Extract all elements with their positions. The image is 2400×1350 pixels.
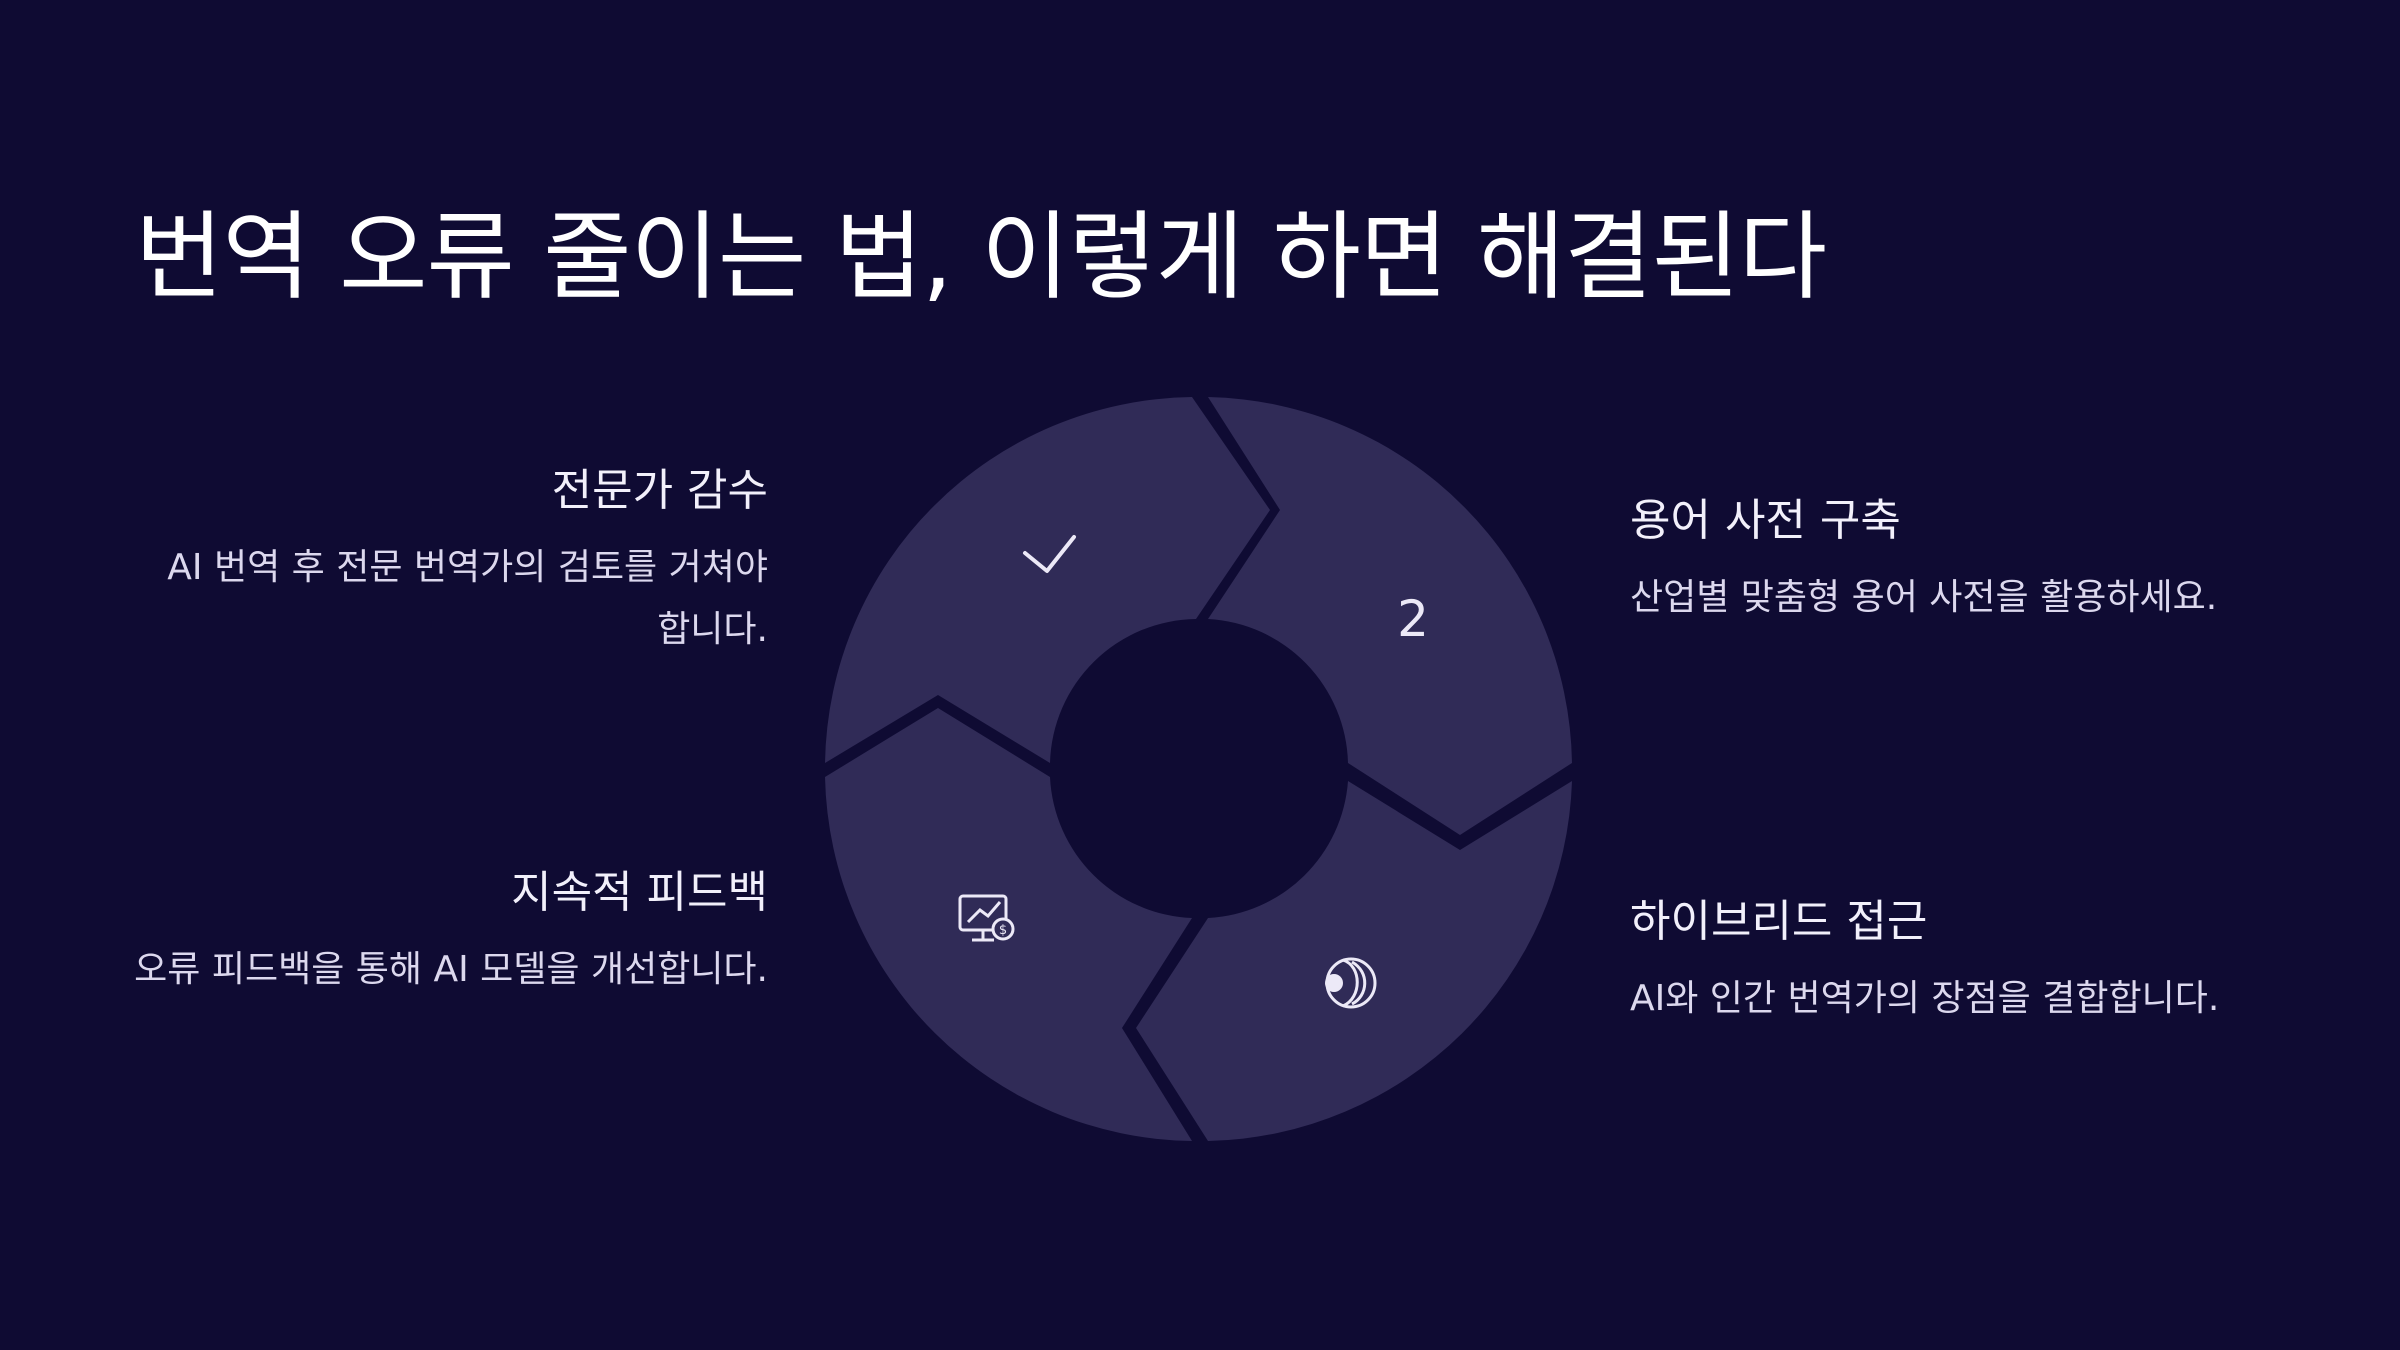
- step-glossary: 용어 사전 구축 산업별 맞춤형 용어 사전을 활용하세요.: [1630, 492, 2270, 629]
- step-description: 오류 피드백을 통해 AI 모델을 개선합니다.: [134, 949, 768, 991]
- chart-feedback-icon: $: [958, 894, 1015, 942]
- step-number-2: 2: [1397, 590, 1429, 648]
- step-title: 전문가 감수: [551, 465, 768, 516]
- page-title: 번역 오류 줄이는 법, 이렇게 하면 해결된다: [135, 201, 1827, 313]
- ai-brain-icon: [1325, 957, 1377, 1009]
- svg-text:$: $: [999, 923, 1007, 938]
- step-description: 산업별 맞춤형 용어 사전을 활용하세요.: [1630, 577, 2218, 619]
- step-title: 하이브리드 접근: [1630, 896, 1928, 947]
- cycle-segment-glossary: [1208, 397, 1572, 835]
- step-feedback: 지속적 피드백 오류 피드백을 통해 AI 모델을 개선합니다.: [128, 864, 768, 1001]
- step-expert-review: 전문가 감수 AI 번역 후 전문 번역가의 검토를 거쳐야 합니다.: [128, 462, 768, 661]
- check-icon: [1023, 535, 1076, 573]
- cycle-segment-expert-review: [825, 397, 1270, 763]
- step-hybrid: 하이브리드 접근 AI와 인간 번역가의 장점을 결합합니다.: [1630, 893, 2270, 1030]
- step-description: AI와 인간 번역가의 장점을 결합합니다.: [1630, 978, 2220, 1020]
- step-description: AI 번역 후 전문 번역가의 검토를 거쳐야 합니다.: [167, 547, 768, 651]
- step-title: 용어 사전 구축: [1630, 495, 1901, 546]
- cycle-segment-hybrid: [1136, 781, 1572, 1141]
- step-title: 지속적 피드백: [511, 867, 768, 918]
